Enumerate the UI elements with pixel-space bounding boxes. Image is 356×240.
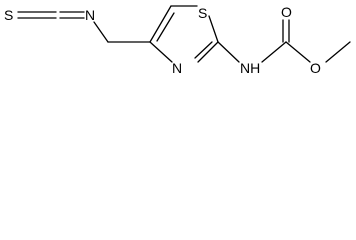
bond-c2-n3 — [197, 41, 219, 63]
bond-c2-n3-inner — [194, 41, 213, 59]
bond-s1-c2 — [208, 15, 219, 43]
atom-o-ester: O — [310, 60, 321, 76]
atom-n-isothiocyanate: N — [85, 7, 95, 23]
isothiocyanate-group — [17, 11, 85, 19]
carbamate-group — [261, 19, 351, 63]
atom-n-ring: N — [172, 60, 182, 76]
bond-n3-c4 — [149, 41, 173, 63]
atom-o-carbonyl: O — [281, 4, 292, 20]
atom-s-ring: S — [198, 5, 207, 21]
atom-s-terminal: S — [4, 7, 13, 23]
bond-o-ch3 — [325, 41, 351, 63]
atom-nh: NH — [240, 60, 260, 76]
bond-nh-c — [261, 41, 287, 63]
bond-c-o-ester — [285, 41, 311, 63]
bond-c4-c5 — [149, 5, 172, 43]
thiazole-ring — [149, 5, 219, 63]
chemical-structure: S N S N NH O O — [4, 4, 351, 76]
bond-c4-c5-inner — [156, 12, 175, 42]
bond-c2-nh — [217, 41, 240, 63]
bond-n-ch2 — [93, 21, 109, 43]
methylene-linker — [93, 21, 151, 43]
